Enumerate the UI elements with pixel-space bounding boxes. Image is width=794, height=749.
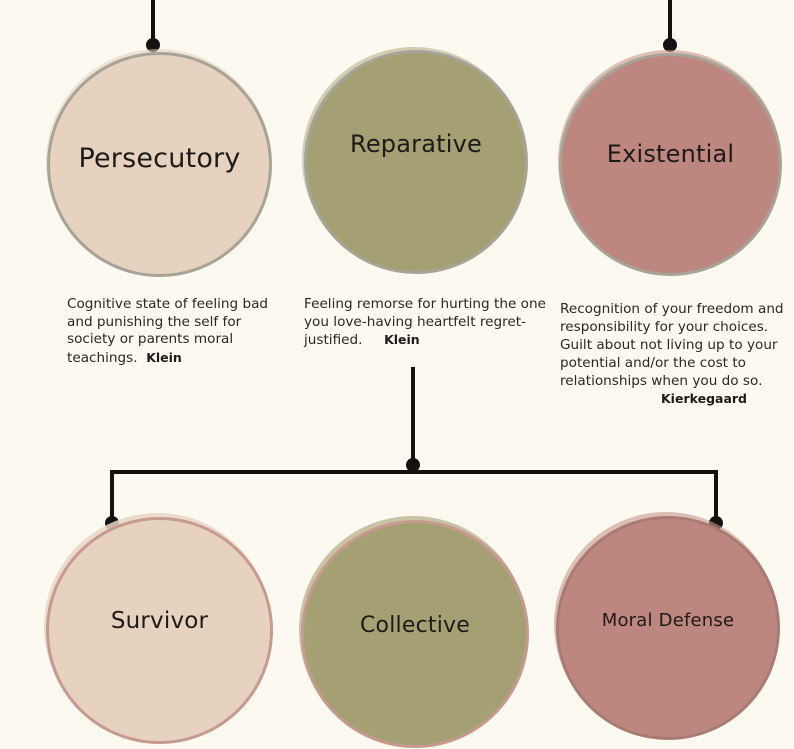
description-line: relationships when you do so. bbox=[560, 373, 763, 389]
description-line: Cognitive state of feeling bad bbox=[67, 296, 269, 312]
existential-circle: Existential bbox=[558, 50, 782, 276]
connector-dot-existential bbox=[663, 38, 677, 52]
description-line: responsibility for your choices. bbox=[560, 319, 769, 335]
existential-description: Recognition of your freedom and responsi… bbox=[560, 300, 784, 408]
moral-defense-circle: Moral Defense bbox=[554, 512, 780, 740]
description-line: society or parents moral bbox=[67, 331, 234, 347]
connector-dot-center bbox=[406, 458, 420, 472]
description-line: Recognition of your freedom and bbox=[560, 301, 784, 317]
persecutory-author: Klein bbox=[146, 349, 182, 365]
persecutory-circle: Persecutory bbox=[46, 49, 272, 277]
reparative-author: Klein bbox=[384, 332, 420, 347]
reparative-description: Feeling remorse for hurting the one you … bbox=[304, 296, 546, 350]
connector-branch bbox=[110, 470, 718, 523]
description-line: potential and/or the cost to bbox=[560, 355, 746, 371]
persecutory-description: Cognitive state of feeling bad and punis… bbox=[67, 296, 268, 367]
reparative-title: Reparative bbox=[350, 130, 482, 158]
collective-title: Collective bbox=[360, 612, 470, 638]
survivor-circle: Survivor bbox=[44, 513, 273, 744]
persecutory-title: Persecutory bbox=[78, 143, 241, 174]
description-line: Guilt about not living up to your bbox=[560, 337, 778, 353]
connector-dot-persecutory bbox=[146, 38, 160, 52]
description-line: and punishing the self for bbox=[67, 313, 242, 330]
description-line: teachings. bbox=[67, 349, 138, 366]
existential-author: Kierkegaard bbox=[661, 391, 747, 406]
collective-circle: Collective bbox=[299, 516, 529, 748]
moral-defense-title: Moral Defense bbox=[601, 609, 735, 631]
existential-title: Existential bbox=[606, 139, 735, 168]
survivor-title: Survivor bbox=[110, 607, 209, 634]
description-line: justified. bbox=[304, 332, 363, 348]
reparative-circle: Reparative bbox=[302, 47, 528, 274]
description-line: you love-having heartfelt regret- bbox=[304, 313, 527, 330]
description-line: Feeling remorse for hurting the one bbox=[304, 296, 546, 312]
